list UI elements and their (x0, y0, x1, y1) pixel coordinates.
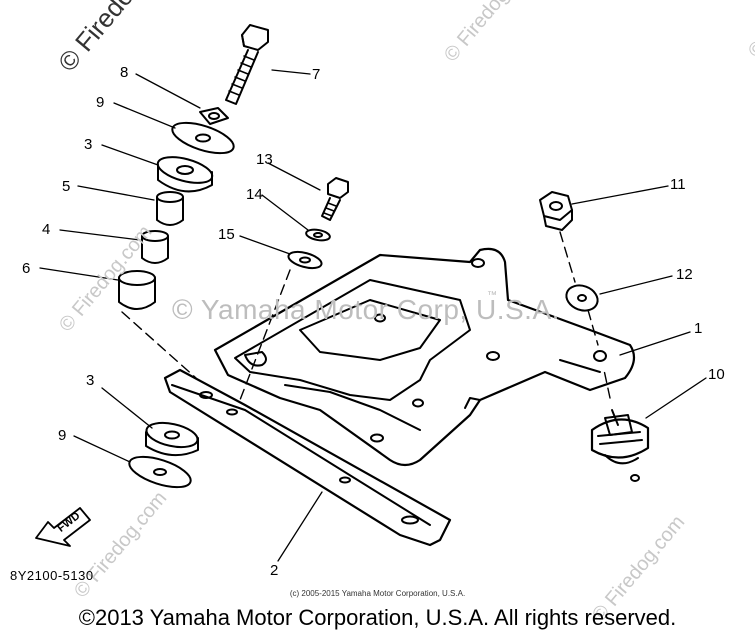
engine-mount-plate (213, 247, 636, 467)
fwd-label: FWD (55, 510, 82, 535)
washer-9-lower (128, 455, 192, 489)
callout-13: 13 (256, 151, 273, 168)
callout-7: 7 (312, 66, 321, 83)
trademark-mark: ™ (487, 290, 497, 301)
collar-5 (156, 191, 184, 226)
copyright-notice: ©2013 Yamaha Motor Corporation, U.S.A. A… (78, 605, 677, 630)
callout-11: 11 (670, 176, 686, 193)
callout-1: 1 (694, 320, 703, 337)
fine-print-credit: (c) 2005-2015 Yamaha Motor Corporation, … (289, 589, 466, 598)
bolt-7 (225, 24, 269, 105)
spacer-6 (118, 270, 156, 310)
callout-15: 15 (218, 226, 235, 243)
washer-12 (565, 284, 599, 312)
callout-14: 14 (246, 186, 263, 203)
diagram-part-code: 8Y2100-5130 (10, 568, 94, 583)
leader-lines (39, 69, 707, 562)
callout-8: 8 (120, 64, 129, 81)
callout-10: 10 (708, 366, 725, 383)
callout-9-lower: 9 (58, 427, 67, 444)
callout-4: 4 (42, 221, 51, 238)
washer-14 (305, 228, 331, 242)
center-watermark: © Yamaha Motor Corp, U.S.A. (172, 294, 560, 325)
bolt-13 (321, 177, 349, 221)
collar-4 (141, 230, 169, 264)
assembly-lines (121, 231, 611, 401)
nut-11 (539, 191, 573, 231)
callout-6: 6 (22, 260, 31, 277)
cushion-3-lower (145, 421, 199, 457)
cushion-3-upper (156, 156, 214, 193)
washer-8 (199, 107, 229, 125)
fwd-arrow: FWD (35, 507, 91, 547)
washer-15 (287, 250, 323, 270)
callout-3-lower: 3 (86, 372, 95, 389)
rubber-mount-10 (590, 409, 650, 482)
callout-12: 12 (676, 266, 693, 283)
callout-3-upper: 3 (84, 136, 93, 153)
callout-2: 2 (270, 562, 279, 579)
callout-5: 5 (62, 178, 71, 195)
lower-bracket (163, 368, 452, 547)
washer-9-upper (171, 121, 235, 155)
callout-9-upper: 9 (96, 94, 105, 111)
